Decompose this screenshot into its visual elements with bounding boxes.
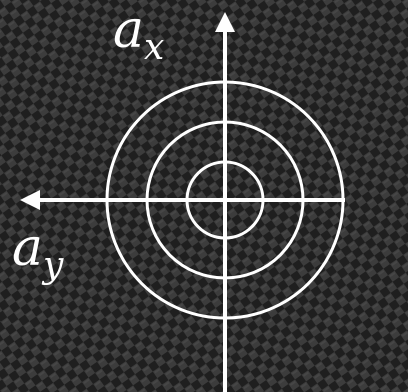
horizontal-axis-label: ay xyxy=(12,222,63,284)
vertical-axis-label: ax xyxy=(113,4,164,66)
horizontal-axis-label-base: a xyxy=(12,218,44,278)
vertical-axis-label-base: a xyxy=(113,0,145,60)
vertical-axis-label-subscript: x xyxy=(144,27,165,68)
horizontal-axis-label-subscript: y xyxy=(43,245,64,286)
